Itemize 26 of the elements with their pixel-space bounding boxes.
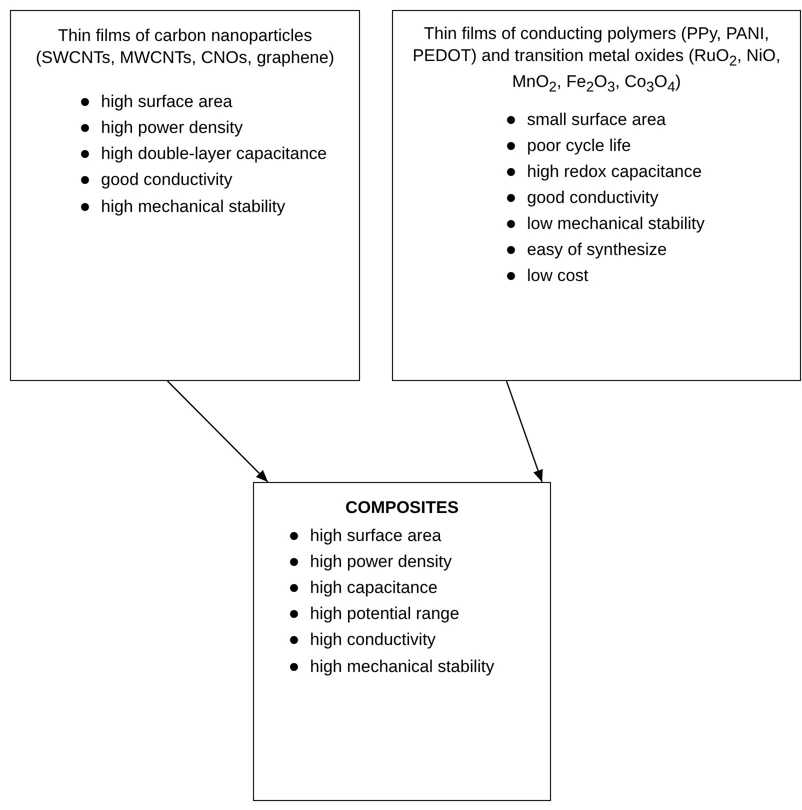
- bullet-item: high double-layer capacitance: [77, 143, 343, 166]
- bullet-item: high capacitance: [286, 577, 538, 600]
- heading: Thin films of conducting polymers (PPy, PANI, PEDOT) and transition metal oxides (RuO$_{2}$, NiO, MnO$_{2}$, Fe$_{2}$O$_{3}$, Co$_{3}$O$_{4}$): [412, 23, 782, 97]
- bullet-item: high power density: [77, 117, 343, 140]
- bullet-item: high surface area: [286, 525, 538, 548]
- bullet-item: high mechanical stability: [77, 196, 343, 218]
- heading: COMPOSITES: [344, 497, 460, 519]
- bullet-item: easy of synthesize: [503, 239, 790, 262]
- bullet-item: high redox capacitance: [503, 160, 790, 183]
- bullet-item: poor cycle life: [503, 134, 790, 157]
- arrow: [506, 380, 543, 482]
- bullet-item: good conductivity: [503, 187, 790, 210]
- text-box: [253, 482, 551, 801]
- bullet-item: high conductivity: [286, 629, 538, 652]
- text-box: [10, 10, 360, 381]
- heading: Thin films of carbon nanoparticles (SWCNTs, MWCNTs, CNOs, graphene): [34, 25, 336, 70]
- bullet-item: low cost: [503, 265, 790, 288]
- text-box: [392, 10, 801, 381]
- bullet-item: low mechanical stability: [503, 213, 790, 236]
- bullet-item: good conductivity: [77, 169, 343, 192]
- bullet-item: high mechanical stability: [286, 656, 538, 678]
- bullet-item: high power density: [286, 551, 538, 574]
- bullet-item: high potential range: [286, 603, 538, 626]
- arrow: [167, 380, 268, 482]
- bullet-item: high surface area: [77, 91, 343, 114]
- bullet-item: small surface area: [503, 108, 790, 131]
